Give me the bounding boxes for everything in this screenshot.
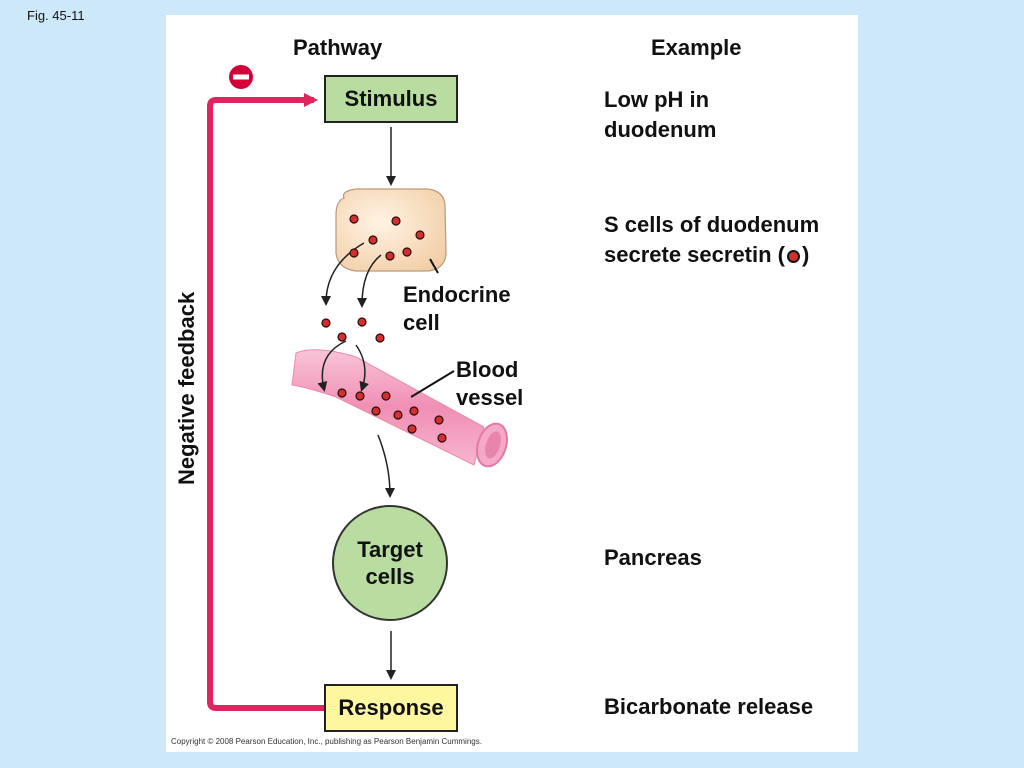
example-stimulus: Low pH in duodenum [604,85,716,145]
endocrine-cell-label: Endocrine cell [403,281,511,337]
stimulus-box: Stimulus [324,75,458,123]
example-secretion-prefix: secrete secretin ( [604,242,785,267]
example-stimulus-line1: Low pH in [604,87,710,112]
target-cells-label-line2: cells [365,564,415,589]
example-response: Bicarbonate release [604,694,814,719]
blood-vessel-label: Blood vessel [456,356,523,412]
example-secretion: S cells of duodenum secrete secretin () [604,210,819,270]
vessel-to-target-arrow [377,434,395,498]
entry-arrow-right [355,344,369,392]
endocrine-cell-label-line1: Endocrine [403,282,511,307]
secretion-arrow-left [321,242,365,306]
example-heading: Example [651,35,742,60]
copyright-notice: Copyright © 2008 Pearson Education, Inc.… [171,737,482,746]
secretion-arrow-right [357,254,382,308]
negative-feedback-loop [207,93,324,711]
response-box: Response [324,684,458,732]
example-target: Pancreas [604,545,702,570]
endocrine-cell-shape [335,188,447,272]
example-stimulus-line2: duodenum [604,117,717,142]
blood-vessel-label-line2: vessel [456,385,524,410]
example-secretion-line1: S cells of duodenum [604,212,820,237]
target-cells-circle: Target cells [332,505,448,621]
endocrine-cell-pointer [429,258,439,274]
minus-sign-icon [229,65,253,89]
endocrine-cell-label-line2: cell [403,310,440,335]
response-label: Response [338,695,444,720]
stimulus-label: Stimulus [344,86,438,111]
blood-vessel-pointer [410,370,455,398]
pathway-heading: Pathway [293,35,383,60]
target-cells-label-line1: Target [357,537,423,562]
figure-label: Fig. 45-11 [27,8,85,23]
negative-feedback-label: Negative feedback [174,291,199,485]
blood-vessel-label-line1: Blood [456,357,519,382]
entry-arrow-left [317,340,347,392]
example-secretion-line2: secrete secretin () [604,240,819,270]
blood-vessel-shape [291,349,508,468]
diagram-panel: Pathway Example Stimulus Endocrine cell … [166,15,858,752]
example-secretion-suffix: ) [802,242,810,267]
hormone-molecules [321,214,447,443]
secretin-dot-icon [787,250,800,263]
diagram-artwork [207,65,508,711]
